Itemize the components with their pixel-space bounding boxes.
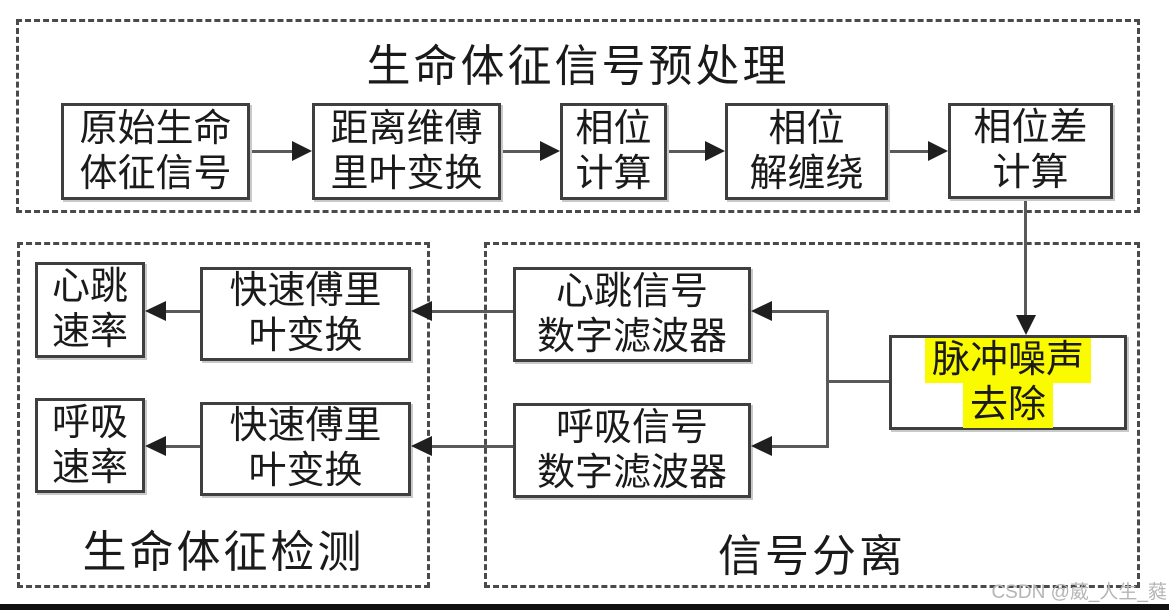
preprocessing-title: 生命体征信号预处理: [366, 42, 790, 91]
vital-detection-container: [17, 242, 430, 588]
box-heart-filter: 心跳信号 数字滤波器: [513, 267, 751, 362]
box-raw-vital-signal-line1: 原始生命: [79, 107, 232, 150]
box-breath-rate: 呼吸 速率: [35, 398, 145, 493]
signal-separation-container: [484, 242, 1140, 588]
arrow-line-branch-to-breathfilter: [772, 445, 829, 448]
arrowhead-branch-to-heartfilter-icon: [751, 301, 772, 321]
box-phase-diff: 相位差 计算: [948, 103, 1113, 199]
box-heart-rate-line1: 心跳: [51, 266, 128, 308]
arrow-line-phasediff-to-pulsenoise: [1024, 198, 1027, 315]
box-heart-filter-line2: 数字滤波器: [536, 315, 727, 358]
connector-branch-vertical: [826, 310, 829, 448]
box-raw-vital-signal-line2: 体征信号: [79, 152, 232, 195]
arrowhead-breathfilter-to-fft-icon: [411, 436, 432, 456]
box-phase-diff-line1: 相位差: [973, 107, 1088, 149]
arrow-line-rangefft-to-phasecalc: [500, 150, 540, 153]
box-fft-heart: 快速傅里 叶变换: [200, 267, 411, 361]
box-phase-diff-line2: 计算: [992, 152, 1069, 194]
arrowhead-phasediff-to-pulsenoise-icon: [1016, 315, 1036, 335]
arrow-line-phasecalc-to-unwrap: [667, 150, 705, 153]
arrowhead-heartfilter-to-fft-icon: [411, 301, 432, 321]
arrow-line-raw-to-rangefft: [249, 150, 293, 153]
arrow-line-breathfilter-to-fft: [432, 445, 513, 448]
csdn-watermark: CSDN @葳_人生_蕤: [991, 582, 1167, 603]
box-heart-rate: 心跳 速率: [35, 262, 145, 358]
vital-detection-label: 生命体征检测: [82, 528, 365, 577]
box-pulse-noise-removal: 脉冲噪声 去除: [889, 335, 1127, 430]
box-fft-breath: 快速傅里 叶变换: [200, 402, 411, 496]
box-phase-calc-line1: 相位: [575, 107, 652, 150]
arrow-line-unwrap-to-phasediff: [887, 150, 928, 153]
box-raw-vital-signal: 原始生命 体征信号: [61, 103, 250, 200]
box-fft-heart-line2: 叶变换: [248, 315, 363, 357]
arrowhead-fft-to-breathrate-icon: [145, 436, 166, 456]
arrow-line-heartfilter-to-fft: [432, 310, 513, 313]
arrow-line-fft-to-breathrate: [166, 445, 200, 448]
bottom-divider: [0, 604, 1169, 610]
arrowhead-rangefft-to-phasecalc-icon: [540, 141, 560, 161]
box-range-fft-line1: 距离维傅: [330, 107, 483, 150]
box-fft-breath-line1: 快速傅里: [229, 405, 382, 447]
arrowhead-unwrap-to-phasediff-icon: [928, 141, 948, 161]
box-phase-unwrap-line1: 相位: [768, 107, 845, 150]
box-phase-calc: 相位 计算: [560, 103, 667, 200]
box-range-fft-line2: 里叶变换: [330, 152, 483, 195]
box-heart-rate-line2: 速率: [51, 311, 128, 353]
box-breath-rate-line1: 呼吸: [51, 401, 128, 444]
arrowhead-raw-to-rangefft-icon: [292, 141, 312, 161]
box-fft-heart-line1: 快速傅里: [229, 270, 382, 312]
box-breath-filter-line1: 呼吸信号: [555, 406, 708, 449]
arrow-line-fft-to-heartrate: [166, 310, 200, 313]
arrowhead-fft-to-heartrate-icon: [145, 301, 166, 321]
box-breath-filter-line2: 数字滤波器: [536, 451, 727, 494]
box-pulse-noise-removal-line2: 去除: [962, 382, 1053, 428]
box-pulse-noise-removal-line1: 脉冲噪声: [924, 337, 1091, 383]
box-phase-unwrap-line2: 解缠绕: [749, 152, 864, 195]
arrowhead-phasecalc-to-unwrap-icon: [705, 141, 725, 161]
box-phase-unwrap: 相位 解缠绕: [725, 103, 888, 200]
box-fft-breath-line2: 叶变换: [248, 450, 363, 492]
arrowhead-branch-to-breathfilter-icon: [751, 436, 772, 456]
signal-separation-label: 信号分离: [718, 532, 906, 581]
connector-pulsenoise-stub: [826, 380, 889, 383]
arrow-line-branch-to-heartfilter: [772, 310, 829, 313]
box-breath-filter: 呼吸信号 数字滤波器: [513, 403, 751, 498]
box-breath-rate-line2: 速率: [51, 446, 128, 489]
box-range-fft: 距离维傅 里叶变换: [312, 103, 501, 200]
box-heart-filter-line1: 心跳信号: [555, 270, 708, 313]
preprocessing-container: [16, 19, 1140, 213]
box-phase-calc-line2: 计算: [575, 152, 652, 195]
